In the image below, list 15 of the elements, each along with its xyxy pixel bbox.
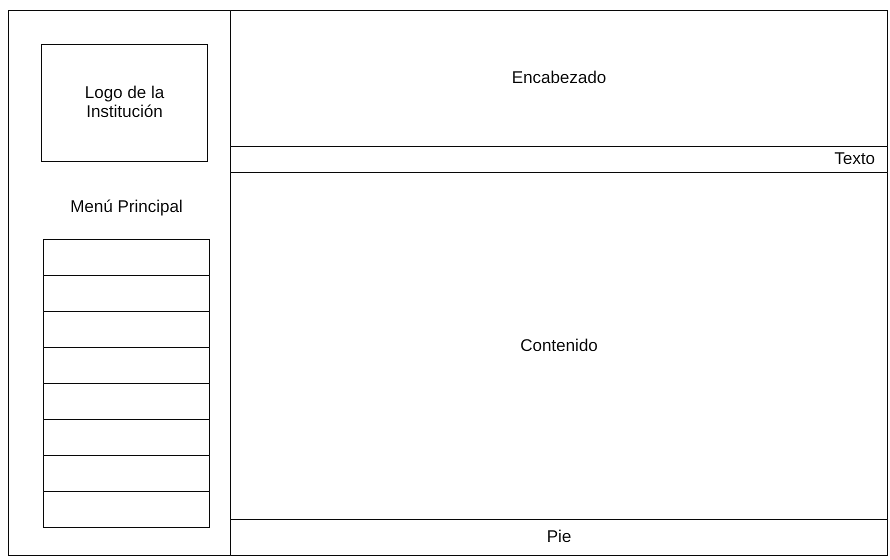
menu-heading: Menú Principal	[69, 197, 184, 217]
menu-slot	[43, 491, 210, 528]
menu-slot	[43, 347, 210, 384]
menu-slot	[43, 239, 210, 276]
footer-area: Pie	[231, 519, 887, 555]
text-placeholder-box: Logo de la Institución	[41, 44, 208, 162]
menu-slot	[43, 419, 210, 456]
menu-slot	[43, 311, 210, 348]
menu-slot	[43, 455, 210, 492]
menu-slot	[43, 275, 210, 312]
page-frame	[8, 10, 888, 556]
content-area: Contenido	[231, 173, 887, 519]
menu-slot	[43, 383, 210, 420]
text-bar: Texto	[231, 146, 887, 173]
header-area: Encabezado	[231, 11, 887, 146]
